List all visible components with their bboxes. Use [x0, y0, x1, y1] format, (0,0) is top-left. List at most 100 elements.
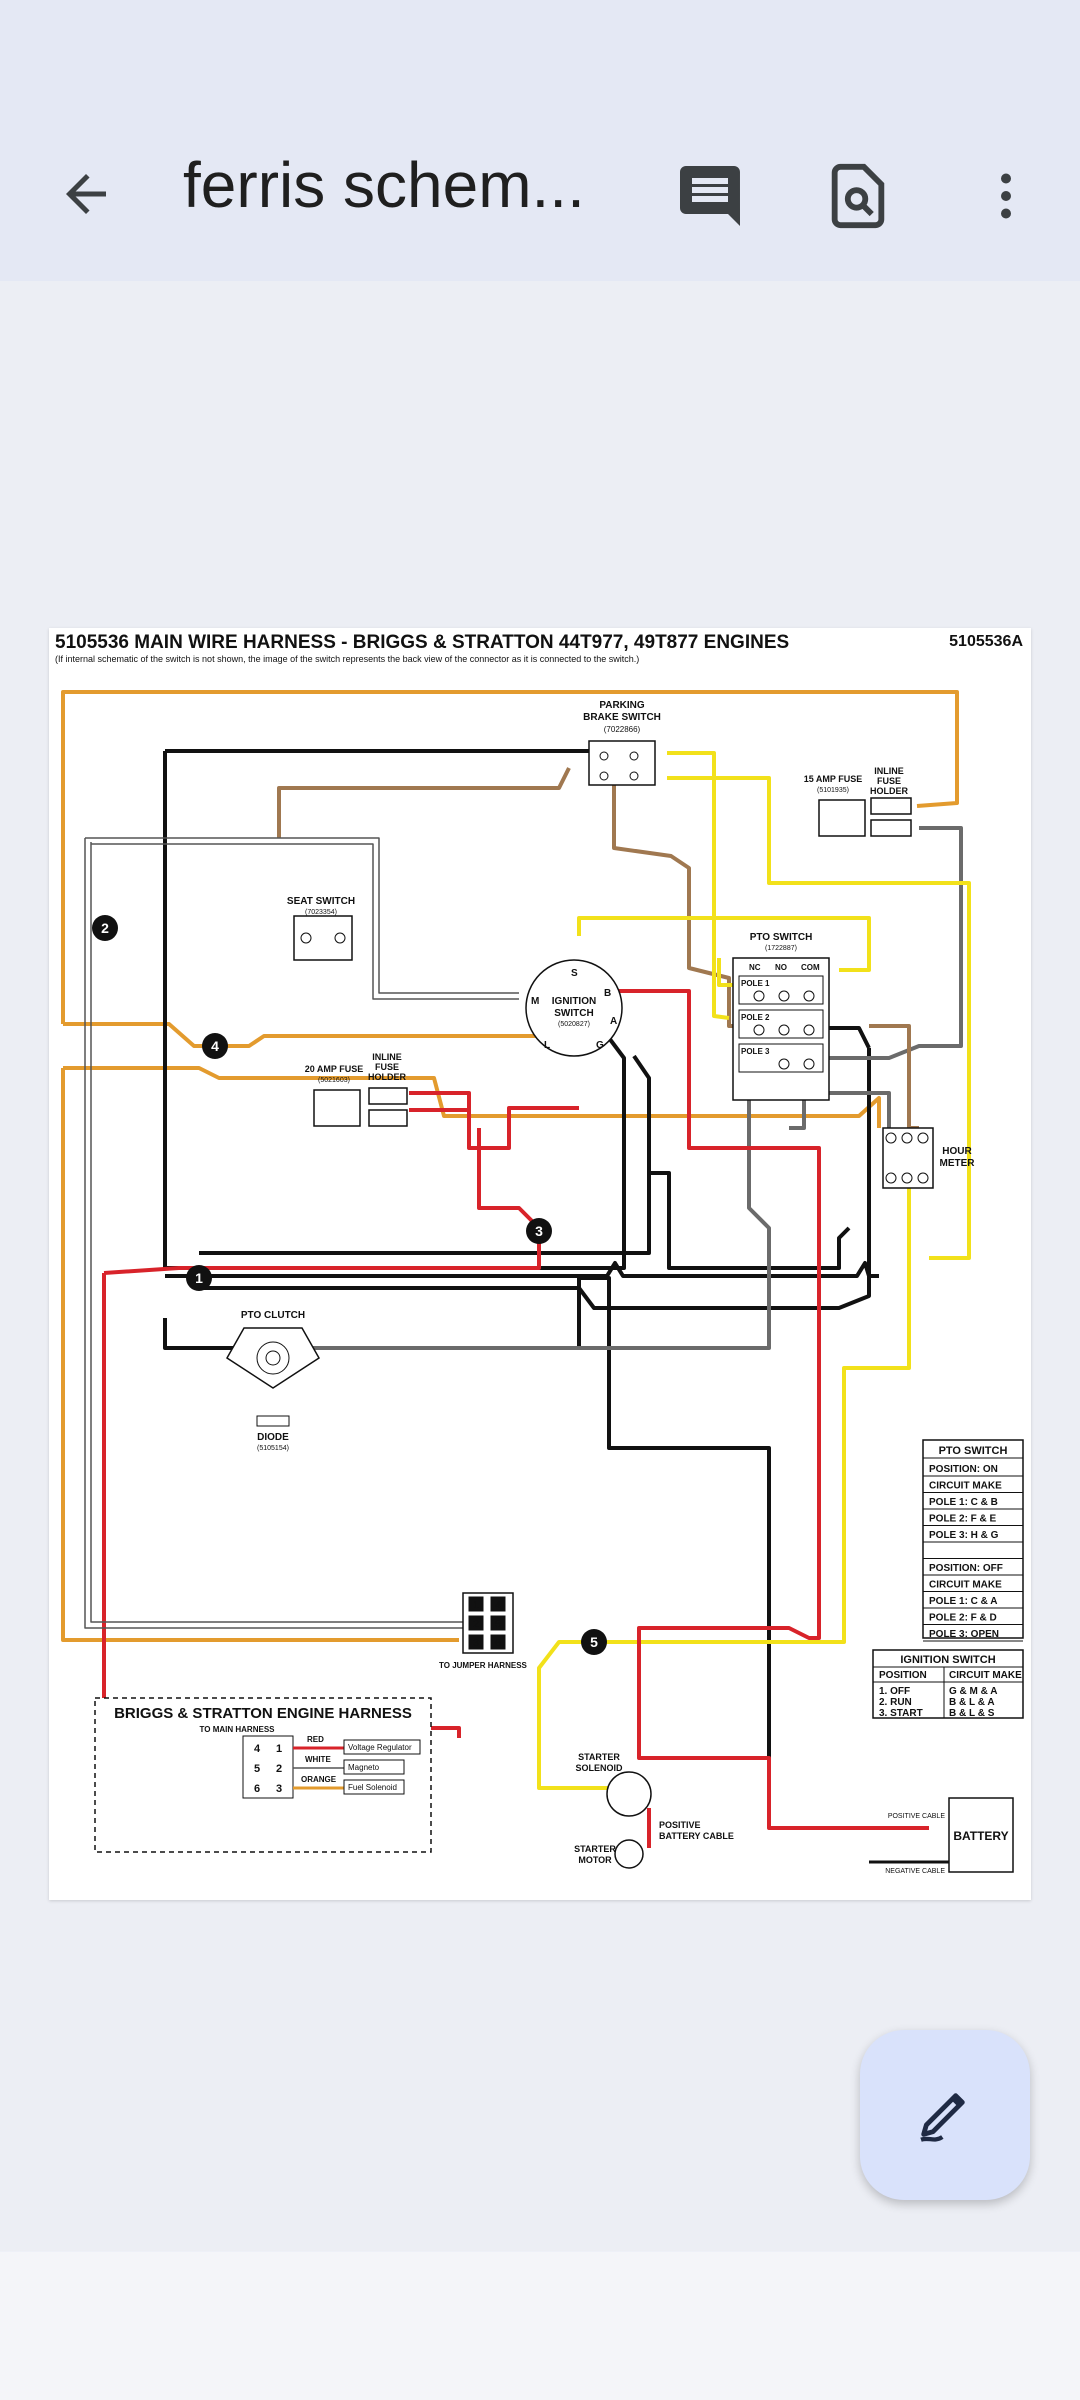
- pto-table-row: POSITION: OFF: [929, 1563, 1003, 1574]
- svg-text:L: L: [544, 1040, 550, 1051]
- svg-text:BRIGGS & STRATTON ENGINE HARNE: BRIGGS & STRATTON ENGINE HARNESS: [114, 1705, 412, 1722]
- svg-text:1: 1: [276, 1743, 282, 1755]
- svg-text:BATTERY: BATTERY: [953, 1829, 1008, 1843]
- svg-text:3: 3: [473, 1638, 479, 1649]
- svg-text:4: 4: [495, 1600, 501, 1611]
- svg-text:POLE 1: POLE 1: [741, 979, 770, 988]
- pto-table-row: POLE 3: H & G: [929, 1530, 999, 1541]
- svg-text:Fuel Solenoid: Fuel Solenoid: [348, 1783, 397, 1792]
- svg-text:METER: METER: [940, 1158, 976, 1169]
- svg-text:S: S: [571, 968, 578, 979]
- svg-text:BRAKE SWITCH: BRAKE SWITCH: [583, 712, 661, 723]
- svg-text:4: 4: [211, 1038, 219, 1054]
- svg-text:5: 5: [495, 1619, 501, 1630]
- back-button[interactable]: [50, 160, 122, 232]
- document-page: 5105536 MAIN WIRE HARNESS - BRIGGS & STR…: [49, 628, 1031, 1900]
- svg-text:(5021603): (5021603): [318, 1077, 350, 1084]
- svg-text:(7022866): (7022866): [604, 725, 641, 734]
- svg-text:HOLDER: HOLDER: [870, 786, 909, 796]
- schematic-note: (If internal schematic of the switch is …: [55, 654, 639, 664]
- hour-meter: HOUR METER: [882, 1127, 976, 1189]
- top-app-bar: ferris schem...: [0, 0, 1080, 281]
- svg-text:(1722887): (1722887): [765, 945, 797, 952]
- svg-text:(7023354): (7023354): [305, 909, 337, 916]
- svg-text:1: 1: [195, 1270, 203, 1286]
- svg-text:SWITCH: SWITCH: [554, 1008, 593, 1019]
- svg-text:SOLENOID: SOLENOID: [575, 1763, 623, 1773]
- svg-text:COM: COM: [801, 963, 820, 972]
- svg-text:3: 3: [535, 1223, 543, 1239]
- svg-text:6: 6: [254, 1783, 260, 1795]
- comment-icon: [674, 160, 746, 237]
- svg-text:5: 5: [590, 1634, 598, 1650]
- edit-fab[interactable]: [860, 2030, 1030, 2200]
- svg-text:B & L & A: B & L & A: [949, 1697, 995, 1708]
- fifteen-amp-fuse: 15 AMP FUSE (5101935) INLINE FUSE HOLDER: [804, 766, 912, 837]
- svg-text:POSITION: POSITION: [879, 1670, 927, 1681]
- svg-text:POLE 2: POLE 2: [741, 1013, 770, 1022]
- svg-text:3: 3: [276, 1783, 282, 1795]
- find-in-document-button[interactable]: [820, 160, 896, 236]
- svg-text:PTO CLUTCH: PTO CLUTCH: [241, 1310, 305, 1321]
- system-navigation-bar: [0, 2252, 1080, 2400]
- twenty-amp-fuse: 20 AMP FUSE (5021603) INLINE FUSE HOLDER: [305, 1052, 408, 1127]
- document-title: ferris schem...: [183, 149, 585, 221]
- svg-text:IGNITION: IGNITION: [552, 996, 596, 1007]
- more-vert-icon: [976, 166, 1036, 231]
- svg-text:IGNITION SWITCH: IGNITION SWITCH: [900, 1654, 995, 1666]
- more-options-button[interactable]: [968, 160, 1044, 236]
- svg-text:STARTER: STARTER: [578, 1752, 620, 1762]
- starter-solenoid: STARTER SOLENOID STARTER MOTOR POSITIVE …: [574, 1752, 734, 1869]
- battery: BATTERY POSITIVE CABLE NEGATIVE CABLE: [869, 1797, 1014, 1875]
- svg-text:PTO SWITCH: PTO SWITCH: [939, 1445, 1008, 1457]
- pto-table-row: POLE 2: F & E: [929, 1514, 997, 1525]
- svg-text:TO MAIN HARNESS: TO MAIN HARNESS: [200, 1725, 276, 1734]
- svg-text:FUSE: FUSE: [877, 776, 901, 786]
- svg-text:G & M & A: G & M & A: [949, 1686, 998, 1697]
- svg-text:20 AMP FUSE: 20 AMP FUSE: [305, 1064, 364, 1074]
- svg-text:INLINE: INLINE: [874, 766, 904, 776]
- svg-text:MOTOR: MOTOR: [578, 1855, 612, 1865]
- svg-text:6: 6: [495, 1638, 501, 1649]
- svg-text:1. OFF: 1. OFF: [879, 1686, 910, 1697]
- svg-text:(5101935): (5101935): [817, 787, 849, 794]
- engine-harness-box: BRIGGS & STRATTON ENGINE HARNESS TO MAIN…: [94, 1697, 432, 1853]
- svg-text:B & L & S: B & L & S: [949, 1708, 995, 1719]
- svg-text:PARKING: PARKING: [599, 700, 645, 711]
- comments-button[interactable]: [672, 160, 748, 236]
- svg-text:POLE 3: POLE 3: [741, 1047, 770, 1056]
- edit-pen-icon: [913, 2081, 977, 2150]
- svg-text:ORANGE: ORANGE: [301, 1775, 337, 1784]
- svg-text:BATTERY CABLE: BATTERY CABLE: [659, 1831, 734, 1841]
- svg-text:HOLDER: HOLDER: [368, 1072, 407, 1082]
- svg-text:(5020827): (5020827): [558, 1021, 590, 1028]
- svg-text:2: 2: [473, 1619, 479, 1630]
- svg-text:DIODE: DIODE: [257, 1432, 289, 1443]
- pto-table-row: POSITION: ON: [929, 1464, 998, 1475]
- svg-text:4: 4: [254, 1743, 261, 1755]
- search-in-document-icon: [823, 161, 893, 236]
- wiring-schematic: 5105536 MAIN WIRE HARNESS - BRIGGS & STR…: [55, 632, 1024, 1875]
- schematic-part-number: 5105536A: [949, 633, 1023, 650]
- pto-clutch: PTO CLUTCH DIODE (5105154): [226, 1310, 320, 1452]
- schematic-title: 5105536 MAIN WIRE HARNESS - BRIGGS & STR…: [55, 632, 789, 653]
- pto-switch: PTO SWITCH (1722887) NC NO COM POLE 1POL…: [732, 932, 830, 1101]
- svg-text:M: M: [531, 996, 539, 1007]
- pto-table-row: CIRCUIT MAKE: [929, 1580, 1002, 1591]
- svg-text:SEAT SWITCH: SEAT SWITCH: [287, 896, 355, 907]
- parking-brake-switch: PARKING BRAKE SWITCH (7022866): [583, 700, 661, 786]
- ignition-switch-table: IGNITION SWITCH POSITION CIRCUIT MAKE 1.…: [872, 1649, 1024, 1719]
- svg-text:G: G: [596, 1040, 604, 1051]
- ignition-switch: IGNITION SWITCH (5020827) S B A G L M: [525, 959, 623, 1057]
- svg-text:A: A: [610, 1016, 617, 1027]
- seat-switch: SEAT SWITCH (7023354): [287, 896, 355, 961]
- pto-table-row: POLE 1: C & B: [929, 1497, 998, 1508]
- pto-table-row: POLE 3: OPEN: [929, 1629, 999, 1640]
- pto-switch-table: PTO SWITCH POSITION: ON CIRCUIT MAKE POLE …: [922, 1439, 1024, 1642]
- svg-text:TO JUMPER HARNESS: TO JUMPER HARNESS: [439, 1661, 528, 1670]
- svg-text:NC: NC: [749, 963, 761, 972]
- svg-text:POSITIVE: POSITIVE: [659, 1820, 701, 1830]
- svg-text:Voltage Regulator: Voltage Regulator: [348, 1743, 412, 1752]
- svg-text:PTO SWITCH: PTO SWITCH: [750, 932, 813, 943]
